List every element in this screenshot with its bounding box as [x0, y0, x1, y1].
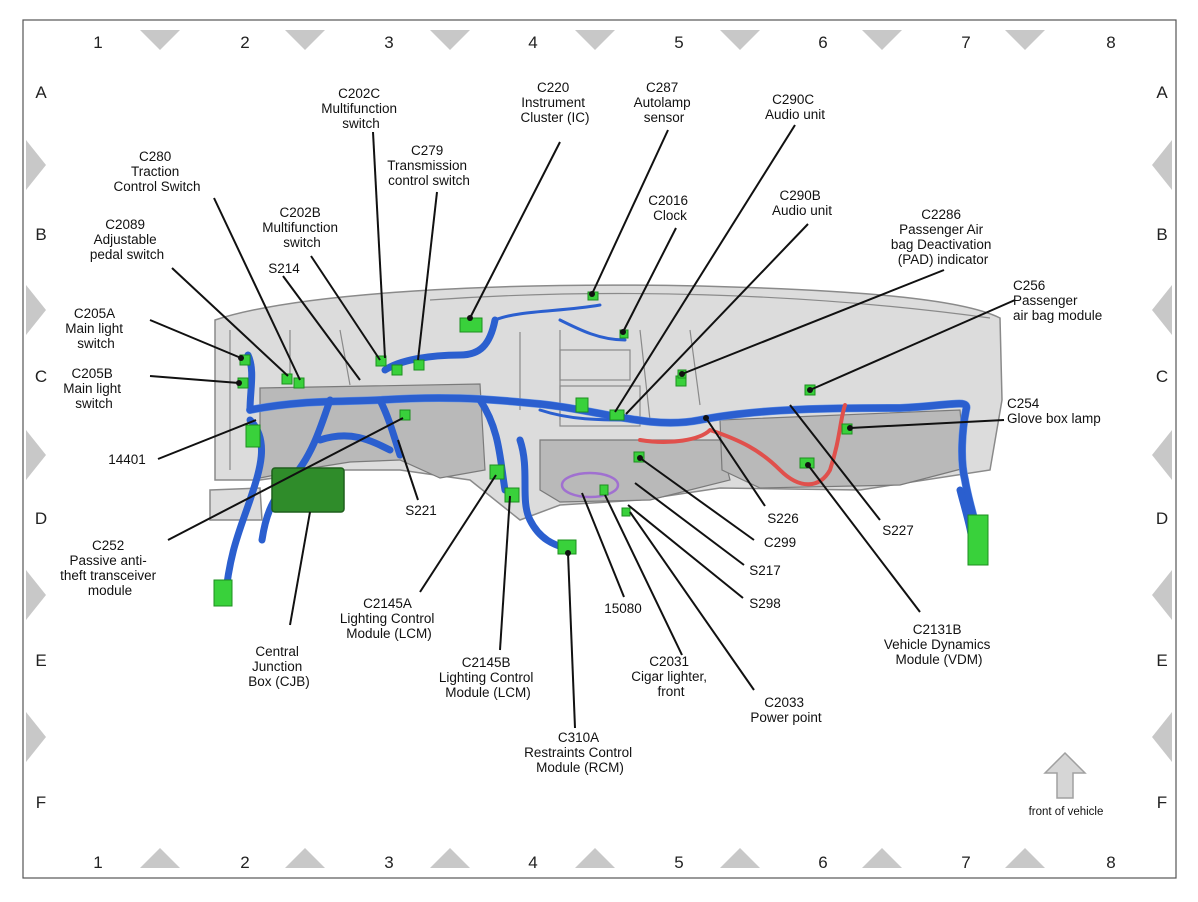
row-label: D [1156, 509, 1168, 528]
row-label: B [1156, 225, 1167, 244]
row-label: D [35, 509, 47, 528]
callout-labels: C202C Multifunction switch C220 Instrume… [60, 80, 1102, 775]
row-label: A [35, 83, 47, 102]
callout-c220: C220 Instrument Cluster (IC) [520, 80, 589, 125]
connector-c290c [609, 409, 625, 421]
callout-c256: C256 Passenger air bag module [1013, 278, 1102, 323]
callout-s214: S214 [268, 261, 300, 276]
callout-c252: C252 Passive anti- theft transceiver mod… [60, 538, 160, 598]
callout-cjb: Central Junction Box (CJB) [248, 644, 310, 689]
col-label: 5 [674, 33, 683, 52]
col-label: 4 [528, 33, 537, 52]
callout-c205a: C205A Main light switch [65, 306, 127, 351]
callout-c202b: C202B Multifunction switch [262, 205, 342, 250]
connector-c252 [399, 409, 411, 421]
callout-14401: 14401 [108, 452, 146, 467]
front-of-vehicle-label: front of vehicle [1029, 806, 1104, 818]
col-label: 3 [384, 33, 393, 52]
row-label: A [1156, 83, 1168, 102]
row-label: E [1156, 651, 1167, 670]
col-label: 2 [240, 853, 249, 872]
callout-s226: S226 [767, 511, 799, 526]
callout-c2031: C2031 Cigar lighter, front [631, 654, 711, 699]
grid-column-labels-top: 1 2 3 4 5 6 7 8 [93, 33, 1115, 52]
front-of-vehicle-indicator: front of vehicle [1029, 751, 1104, 818]
connectors [213, 291, 989, 607]
zone-markers [26, 30, 1172, 868]
callout-c2033: C2033 Power point [750, 695, 822, 725]
callout-s221: S221 [405, 503, 437, 518]
connector-c279 [413, 359, 425, 371]
col-label: 6 [818, 853, 827, 872]
callout-c2016: C2016 Clock [648, 193, 692, 223]
col-label: 1 [93, 33, 102, 52]
col-label: 2 [240, 33, 249, 52]
grid-row-labels-left: A B C D E F [35, 83, 47, 812]
callout-c205b: C205B Main light switch [63, 366, 125, 411]
col-label: 3 [384, 853, 393, 872]
callout-c290b: C290B Audio unit [772, 188, 832, 218]
connector-c2145a [489, 464, 505, 480]
connector-c2033 [621, 507, 631, 517]
col-label: 8 [1106, 33, 1115, 52]
connector-c202b [375, 355, 387, 367]
callout-s217: S217 [749, 563, 781, 578]
callout-c287: C287 Autolamp sensor [634, 80, 695, 125]
row-label: C [35, 367, 47, 386]
callout-c2089: C2089 Adjustable pedal switch [90, 217, 164, 262]
connector-right-lower [967, 514, 989, 566]
callout-s298: S298 [749, 596, 781, 611]
callout-c2145b: C2145B Lighting Control Module (LCM) [439, 655, 537, 700]
callout-c2131b: C2131B Vehicle Dynamics Module (VDM) [884, 622, 994, 667]
grid-column-labels-bottom: 1 2 3 4 5 6 7 8 [93, 853, 1115, 872]
callout-c290c: C290C Audio unit [765, 92, 825, 122]
connector-c2145-misc [575, 397, 589, 413]
callout-c2145a: C2145A Lighting Control Module (LCM) [340, 596, 438, 641]
callout-c310a: C310A Restraints Control Module (RCM) [524, 730, 636, 775]
connector-c2145b [504, 487, 520, 503]
wiring-harness [221, 303, 984, 604]
row-label: C [1156, 367, 1168, 386]
callout-c202c: C202C Multifunction switch [321, 86, 401, 131]
callout-c279: C279 Transmission control switch [387, 143, 471, 188]
callout-c299: C299 [764, 535, 796, 550]
leader-arrowheads [236, 291, 853, 556]
connector-c202c [391, 364, 403, 376]
col-label: 4 [528, 853, 537, 872]
callout-c254: C254 Glove box lamp [1007, 396, 1101, 426]
central-junction-box [271, 467, 345, 513]
row-label: F [36, 793, 46, 812]
callout-15080: 15080 [604, 601, 642, 616]
callout-s227: S227 [882, 523, 914, 538]
connector-c2031 [599, 484, 609, 496]
callout-c280: C280 Traction Control Switch [113, 149, 200, 194]
col-label: 5 [674, 853, 683, 872]
col-label: 7 [961, 853, 970, 872]
up-arrow-icon [1043, 751, 1087, 799]
leader-lines [149, 124, 1016, 729]
col-label: 1 [93, 853, 102, 872]
row-label: E [35, 651, 46, 670]
callout-c2286: C2286 Passenger Air bag Deactivation (PA… [891, 207, 995, 267]
connector-left-mid [245, 424, 261, 448]
row-label: B [35, 225, 46, 244]
grid-row-labels-right: A B C D E F [1156, 83, 1168, 812]
connector-left-lower [213, 579, 233, 607]
col-label: 8 [1106, 853, 1115, 872]
col-label: 6 [818, 33, 827, 52]
col-label: 7 [961, 33, 970, 52]
row-label: F [1157, 793, 1167, 812]
